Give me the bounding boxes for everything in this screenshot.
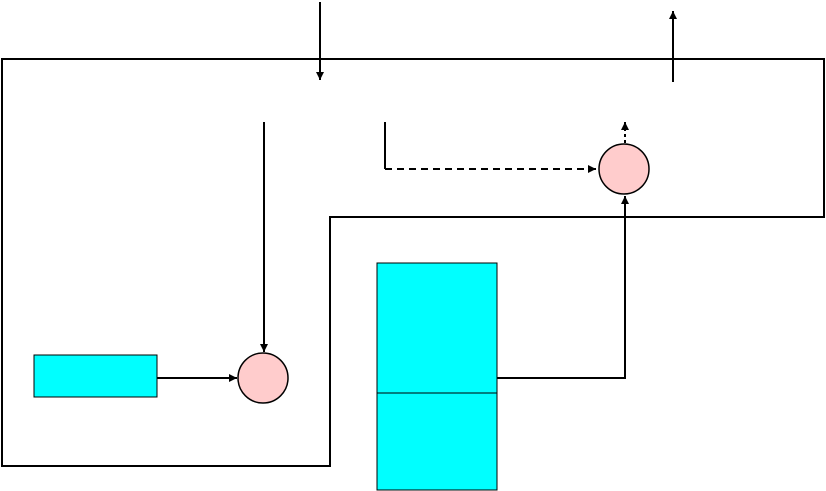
cyan-block-left [33,354,158,398]
circle-node-right [598,143,650,195]
cyan-block-stack-bottom [376,392,498,491]
boundary-outline [1,58,825,467]
stack-to-circle-line [497,196,629,379]
circle-node-left [237,352,289,404]
cyan-block-stack-top [376,262,498,394]
